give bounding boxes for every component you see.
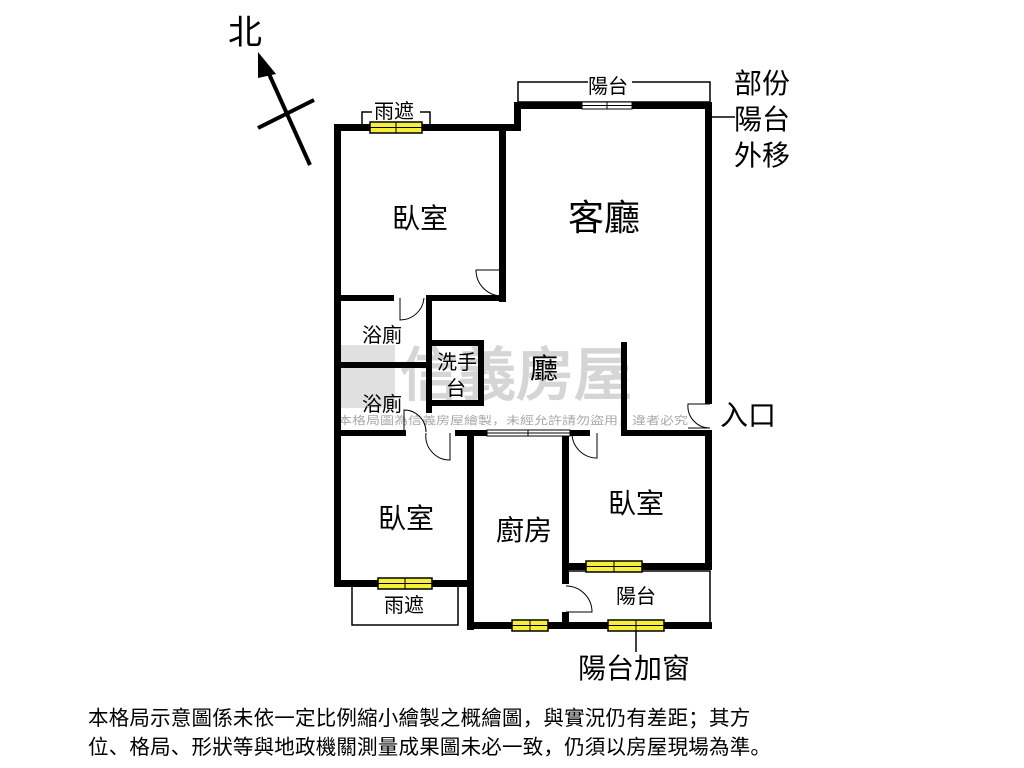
label-bedroom-top-left: 臥室 [392,202,448,235]
window-top-left-bedroom [369,121,423,134]
door-bath-1 [399,297,425,321]
windows [369,121,665,632]
label-partial-balcony-2: 陽台 [734,103,790,136]
label-entrance: 入口 [720,399,776,432]
annotations: 陽台 雨遮 雨遮 部份 陽台 外移 入口 陽台加窗 [372,67,790,685]
label-balcony-bottom: 陽台 [616,584,656,608]
label-bath-1: 浴廁 [362,323,402,347]
label-balcony-top: 陽台 [588,74,628,98]
label-bedroom-bottom-left: 臥室 [378,502,434,535]
label-bedroom-bottom-right: 臥室 [608,487,664,520]
door-balcony [565,585,593,613]
label-partial-balcony-1: 部份 [734,67,790,100]
door-bath-2 [403,409,427,433]
window-kitchen [511,619,549,632]
label-awning-bottom: 雨遮 [384,593,424,617]
watermark-notice: 本格局圖為信義房屋繪製，未經允許請勿盜用，違者必究 [338,413,688,427]
disclaimer-line-2: 位、格局、形狀等與地政機關測量成果圖未必一致，仍須以房屋現場為準。 [88,735,772,759]
door-bottom-right-bedroom [571,432,598,459]
disclaimer: 本格局示意圖係未依一定比例縮小繪製之概繪圖，與實況仍有差距；其方 位、格局、形狀… [88,704,988,762]
window-bottom-right-bedroom [585,560,643,573]
label-kitchen: 廚房 [496,514,552,547]
watermark-brand: 信義房屋 [400,341,632,409]
compass-crossbar [257,98,315,130]
window-balcony [607,619,665,632]
north-arrow-icon [258,52,276,78]
label-hall: 廳 [530,352,558,385]
door-entrance [687,403,711,429]
label-bath-2: 浴廁 [362,392,402,416]
label-partial-balcony-3: 外移 [734,139,790,172]
door-top-left-bedroom [475,269,503,297]
label-wash-basin-1: 洗手 [437,350,477,374]
brand-logo-icon [335,345,395,408]
north-label: 北 [228,13,262,53]
watermark: 信義房屋 本格局圖為信義房屋繪製，未經允許請勿盜用，違者必究 [335,341,688,427]
room-labels: 臥室 客廳 浴廁 浴廁 洗手 台 廳 臥室 廚房 臥室 陽台 [362,198,664,608]
window-bottom-left-bedroom [377,577,433,590]
label-awning-top: 雨遮 [374,99,414,123]
disclaimer-line-1: 本格局示意圖係未依一定比例縮小繪製之概繪圖，與實況仍有差距；其方 [88,706,751,730]
label-living-room: 客廳 [568,198,640,239]
label-wash-basin-2: 台 [446,376,466,400]
door-bottom-left-bedroom [425,432,451,461]
compass: 北 [228,13,315,166]
label-balcony-window: 陽台加窗 [578,652,690,685]
sliding-doors [486,101,633,437]
door-swings [399,269,711,613]
